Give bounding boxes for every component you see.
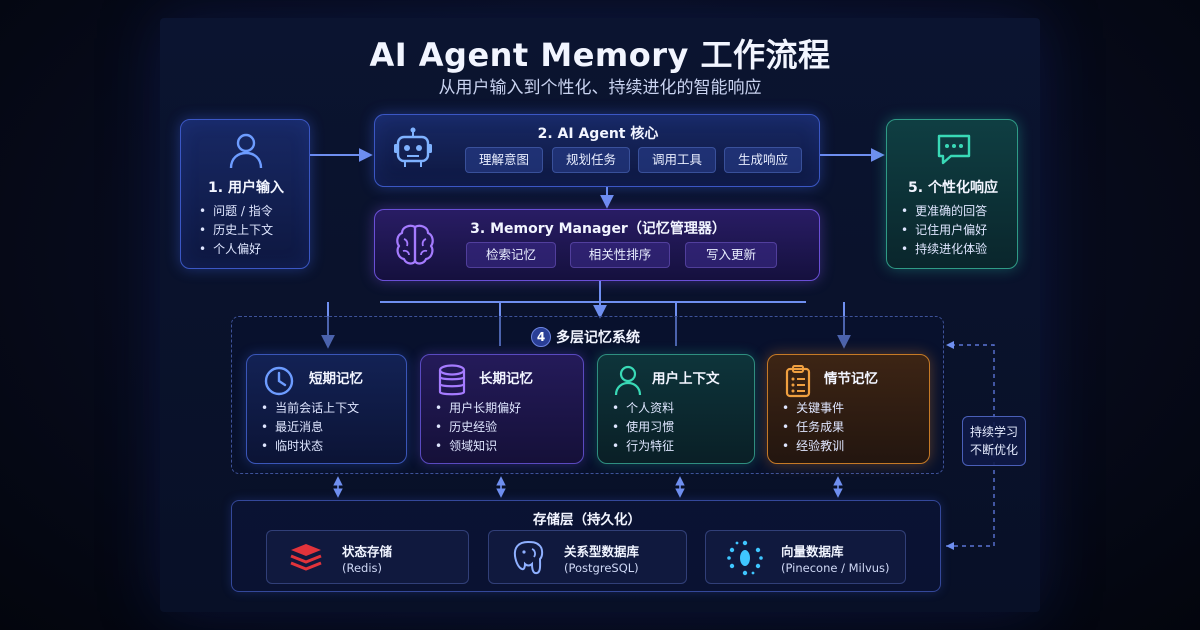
storage-item-vector-db: 向量数据库 (Pinecone / Milvus) bbox=[705, 530, 906, 584]
short-term-memory-title: 短期记忆 bbox=[309, 371, 363, 387]
episodic-memory-item: 经验教训 bbox=[782, 437, 844, 456]
chat-icon bbox=[937, 134, 971, 165]
episodic-memory-item: 关键事件 bbox=[782, 399, 844, 418]
clock-icon bbox=[264, 366, 294, 396]
storage-title: 存储层（持久化） bbox=[533, 512, 641, 528]
clipboard-icon bbox=[785, 365, 811, 398]
long-term-memory-item: 用户长期偏好 bbox=[435, 399, 521, 418]
redis-icon bbox=[290, 544, 322, 571]
storage-item-sub: (PostgreSQL) bbox=[564, 561, 639, 575]
user-context-item: 行为特征 bbox=[612, 437, 674, 456]
memory-manager-chip: 写入更新 bbox=[685, 242, 777, 268]
response-item: 持续进化体验 bbox=[901, 240, 987, 259]
user-input-item: 问题 / 指令 bbox=[199, 202, 273, 221]
memory-system-badge: 4 bbox=[531, 327, 551, 347]
user-input-item: 历史上下文 bbox=[199, 221, 273, 240]
page-title: AI Agent Memory 工作流程 bbox=[369, 36, 831, 74]
user-profile-icon bbox=[614, 365, 642, 396]
memory-manager-chip: 检索记忆 bbox=[466, 242, 556, 268]
memory-system-title: 多层记忆系统 bbox=[556, 330, 640, 346]
episodic-memory-item: 任务成果 bbox=[782, 418, 844, 437]
agent-core-card: 2. AI Agent 核心 理解意图 规划任务 调用工具 生成响应 bbox=[374, 114, 820, 187]
episodic-memory-card: 情节记忆 关键事件 任务成果 经验教训 bbox=[767, 354, 930, 464]
brain-icon bbox=[396, 224, 434, 265]
long-term-memory-item: 领域知识 bbox=[435, 437, 521, 456]
storage-layer: 存储层（持久化） 状态存储 (Redis) 关系型数据库 (PostgreSQL… bbox=[231, 500, 941, 592]
memory-manager-title: 3. Memory Manager（记忆管理器） bbox=[470, 221, 726, 237]
response-card: 5. 个性化响应 更准确的回答 记住用户偏好 持续进化体验 bbox=[886, 119, 1018, 269]
agent-core-chip: 理解意图 bbox=[465, 147, 543, 173]
storage-item-redis: 状态存储 (Redis) bbox=[266, 530, 469, 584]
user-context-item: 个人资料 bbox=[612, 399, 674, 418]
user-context-title: 用户上下文 bbox=[652, 371, 720, 387]
storage-item-sub: (Redis) bbox=[342, 561, 383, 575]
response-title: 5. 个性化响应 bbox=[908, 180, 998, 196]
page-subtitle: 从用户输入到个性化、持续进化的智能响应 bbox=[438, 78, 762, 98]
long-term-memory-item: 历史经验 bbox=[435, 418, 521, 437]
robot-icon bbox=[394, 127, 432, 167]
user-input-card: 1. 用户输入 问题 / 指令 历史上下文 个人偏好 bbox=[180, 119, 310, 269]
feedback-line: 不断优化 bbox=[969, 443, 1018, 457]
agent-core-chip: 生成响应 bbox=[724, 147, 802, 173]
storage-item-title: 向量数据库 bbox=[781, 544, 844, 559]
short-term-memory-card: 短期记忆 当前会话上下文 最近消息 临时状态 bbox=[246, 354, 407, 464]
storage-item-title: 关系型数据库 bbox=[564, 544, 640, 559]
short-term-memory-item: 当前会话上下文 bbox=[261, 399, 359, 418]
agent-core-chip: 规划任务 bbox=[552, 147, 630, 173]
user-input-item: 个人偏好 bbox=[199, 240, 273, 259]
user-context-item: 使用习惯 bbox=[612, 418, 674, 437]
feedback-line: 持续学习 bbox=[969, 425, 1018, 439]
storage-item-sub: (Pinecone / Milvus) bbox=[781, 561, 890, 575]
response-item: 更准确的回答 bbox=[901, 202, 987, 221]
storage-item-title: 状态存储 bbox=[342, 544, 393, 559]
episodic-memory-title: 情节记忆 bbox=[824, 371, 878, 387]
response-item: 记住用户偏好 bbox=[901, 221, 987, 240]
long-term-memory-title: 长期记忆 bbox=[479, 371, 533, 387]
user-icon bbox=[229, 133, 263, 169]
user-context-card: 用户上下文 个人资料 使用习惯 行为特征 bbox=[597, 354, 755, 464]
postgresql-icon bbox=[513, 540, 544, 575]
short-term-memory-item: 最近消息 bbox=[261, 418, 359, 437]
database-icon bbox=[438, 364, 466, 396]
short-term-memory-item: 临时状态 bbox=[261, 437, 359, 456]
storage-item-postgresql: 关系型数据库 (PostgreSQL) bbox=[488, 530, 687, 584]
memory-manager-card: 3. Memory Manager（记忆管理器） 检索记忆 相关性排序 写入更新 bbox=[374, 209, 820, 281]
agent-core-chip: 调用工具 bbox=[638, 147, 716, 173]
vector-db-icon bbox=[727, 540, 763, 576]
agent-core-title: 2. AI Agent 核心 bbox=[537, 126, 659, 142]
user-input-title: 1. 用户输入 bbox=[208, 180, 284, 196]
feedback-label: 持续学习 不断优化 bbox=[962, 416, 1026, 466]
memory-manager-chip: 相关性排序 bbox=[570, 242, 670, 268]
long-term-memory-card: 长期记忆 用户长期偏好 历史经验 领域知识 bbox=[420, 354, 584, 464]
